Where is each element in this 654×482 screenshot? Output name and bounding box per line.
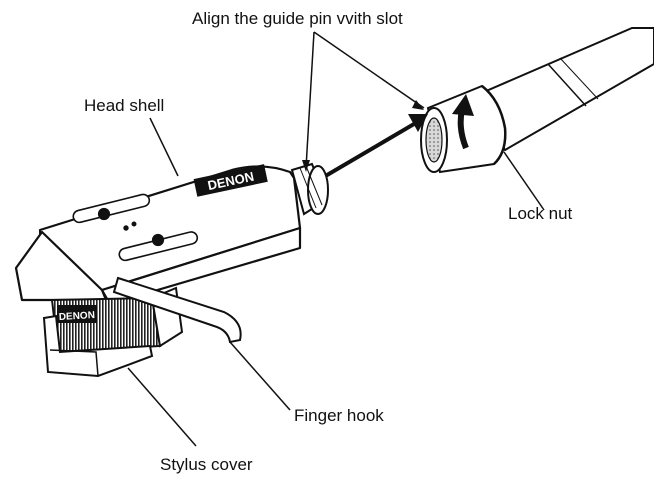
- head-shell: [14, 165, 302, 306]
- callout-line-finger-hook: [229, 341, 291, 411]
- label-stylus-cover: Stylus cover: [160, 455, 253, 474]
- callout-line-guide-pin-right: [313, 31, 425, 109]
- insertion-arrow-icon: [320, 114, 428, 180]
- arrowhead-icon: [302, 160, 310, 172]
- rotation-arrow-icon: [452, 94, 474, 150]
- callout-lines: [127, 31, 545, 447]
- headshell-logo: DENON: [193, 164, 268, 197]
- label-lock-nut: Lock nut: [508, 204, 573, 223]
- callout-line-lock-nut: [503, 151, 545, 211]
- label-finger-hook: Finger hook: [294, 406, 384, 425]
- callout-line-stylus-cover: [127, 367, 197, 447]
- label-head-shell: Head shell: [84, 96, 164, 115]
- callout-line-head-shell: [149, 117, 179, 177]
- cartridge-logo: DENON: [59, 310, 96, 323]
- label-guide-pin: Align the guide pin vvith slot: [192, 9, 403, 28]
- arrowhead-icon: [412, 100, 424, 110]
- callout-line-guide-pin-left: [305, 31, 315, 169]
- stylus-cover: [42, 314, 154, 378]
- lock-nut: [420, 84, 507, 174]
